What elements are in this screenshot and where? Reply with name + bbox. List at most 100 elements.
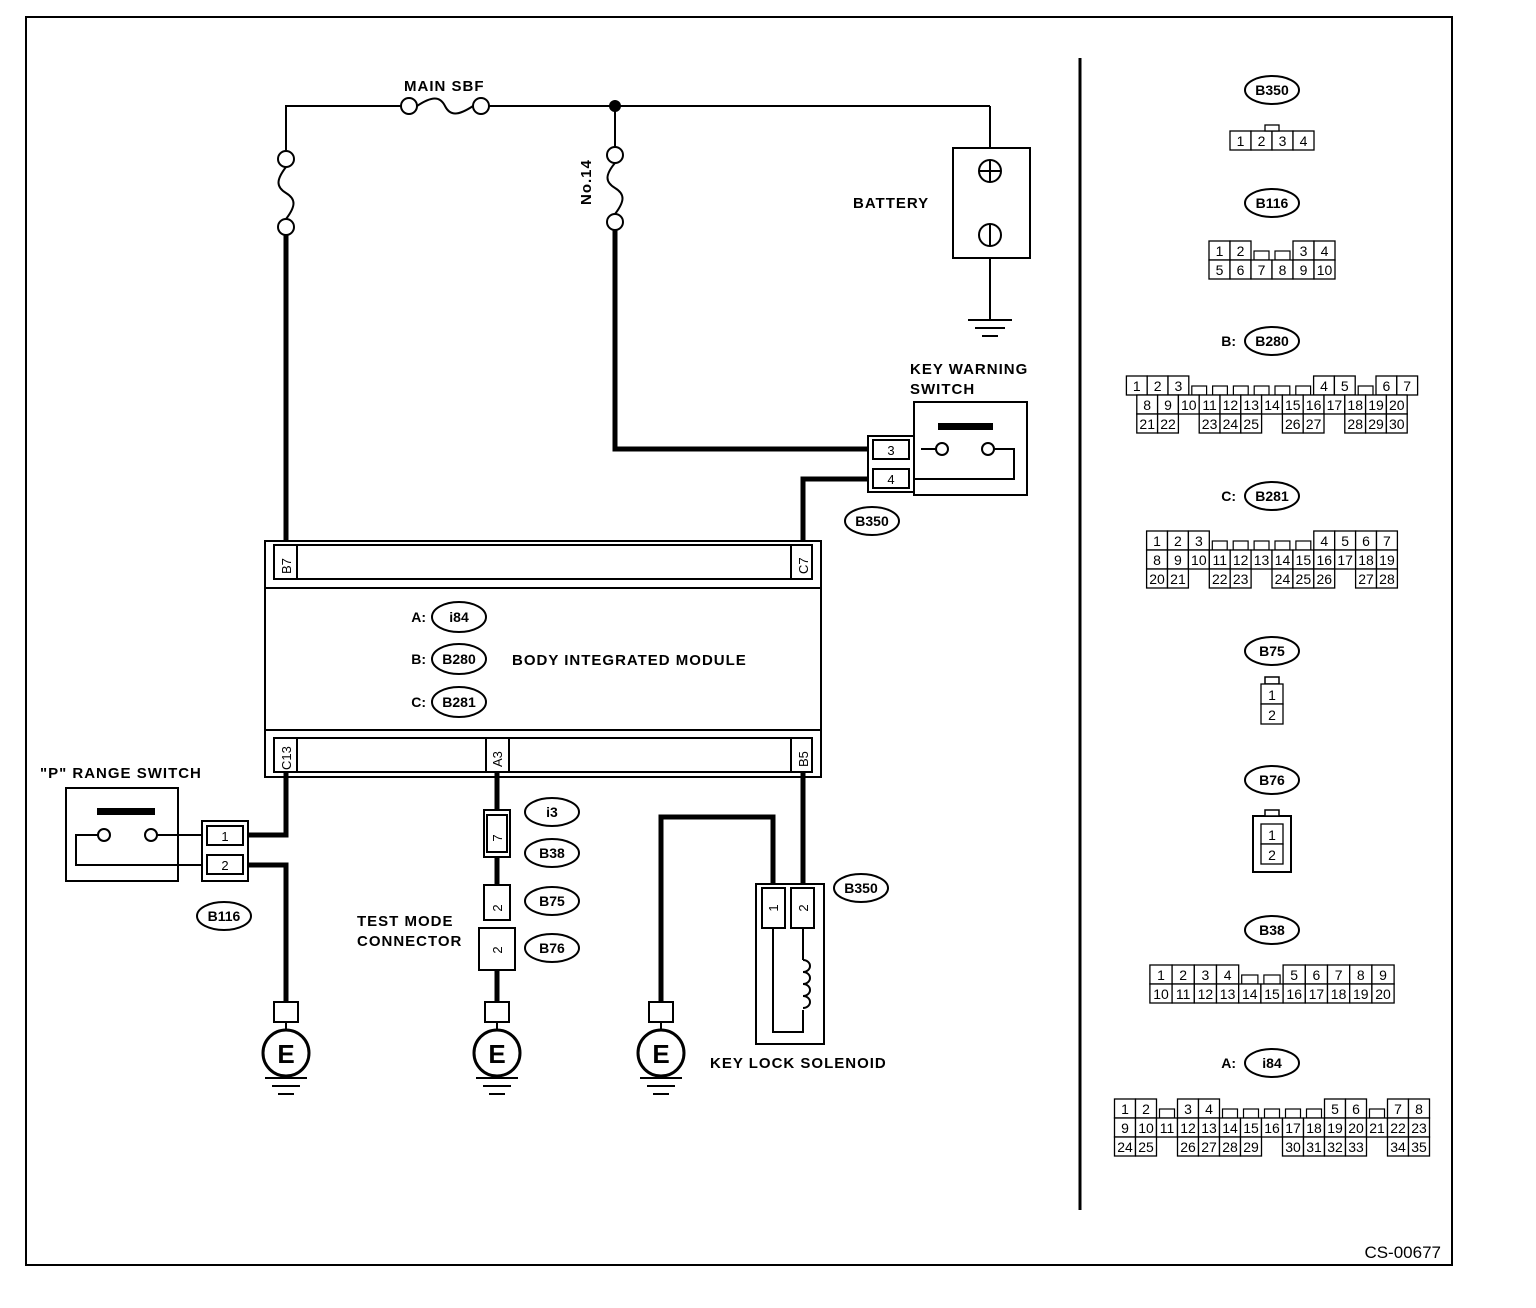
face-pin: 18 (1347, 397, 1363, 413)
face-pin: 3 (1300, 243, 1308, 259)
face-pin: 1 (1268, 687, 1276, 703)
face-pin: 34 (1390, 1139, 1406, 1155)
face-tag-ellipse (1244, 765, 1300, 795)
face-pin: 15 (1243, 1120, 1259, 1136)
face-tag-code: B76 (1259, 772, 1285, 788)
face-pin: 8 (1279, 262, 1287, 278)
face-tag-code: B75 (1259, 643, 1285, 659)
face-pin: 1 (1237, 133, 1245, 149)
face-pin: 21 (1369, 1120, 1385, 1136)
face-pin: 14 (1242, 986, 1258, 1002)
face-pin: 18 (1358, 552, 1374, 568)
face-pin: 8 (1143, 397, 1151, 413)
module-code-c: B281 (442, 694, 476, 710)
face-pin: 15 (1264, 986, 1280, 1002)
page-frame (25, 16, 1453, 1266)
face-pin: 5 (1341, 378, 1349, 394)
tag-b76-ellipse (524, 933, 580, 963)
face-pin: 11 (1160, 1120, 1175, 1136)
face-pin: 3 (1175, 378, 1183, 394)
face-pin: 1 (1121, 1101, 1129, 1117)
drawing-id: CS-00677 (1364, 1243, 1441, 1262)
face-pin: 7 (1394, 1101, 1402, 1117)
face-pin: 5 (1216, 262, 1224, 278)
fuse-no14-label: No.14 (578, 159, 595, 205)
tag-b75-ellipse (524, 886, 580, 916)
tm-pin-b75: 2 (490, 904, 505, 911)
face-pin: 20 (1375, 986, 1391, 1002)
face-pin: 10 (1153, 986, 1169, 1002)
face-pin: 14 (1264, 397, 1280, 413)
face-pin: 33 (1348, 1139, 1364, 1155)
face-tag-code: B38 (1259, 922, 1285, 938)
face-pin: 19 (1379, 552, 1395, 568)
face-pin: 17 (1327, 397, 1343, 413)
tag-b38: B38 (539, 845, 565, 861)
main-sbf-fuse (400, 97, 490, 115)
kls-pin-1: 1 (766, 904, 781, 911)
face-pin: 21 (1170, 571, 1186, 587)
terminal-b5: B5 (796, 751, 811, 767)
tm-pin-7: 7 (490, 834, 505, 841)
face-pin: 28 (1222, 1139, 1238, 1155)
face-tag-code: B280 (1255, 333, 1289, 349)
face-pin: 4 (1321, 243, 1329, 259)
face-pin: 2 (1179, 967, 1187, 983)
face-pin: 22 (1390, 1120, 1406, 1136)
left-fuse (277, 150, 295, 236)
p-range-switch-label: "P" RANGE SWITCH (40, 765, 202, 782)
face-pin: 26 (1285, 416, 1301, 432)
face-pin: 31 (1306, 1139, 1322, 1155)
face-pin: 19 (1353, 986, 1369, 1002)
face-pin: 17 (1309, 986, 1325, 1002)
face-pin: 22 (1212, 571, 1228, 587)
ground-symbol-1 (261, 1001, 311, 1095)
face-pin: 10 (1191, 552, 1207, 568)
tag-b75: B75 (539, 893, 565, 909)
module-prefix-a: A: (411, 609, 426, 625)
face-pin: 32 (1327, 1139, 1343, 1155)
face-pin: 19 (1327, 1120, 1343, 1136)
face-pin: 23 (1202, 416, 1218, 432)
tag-b350-key-ellipse (844, 506, 900, 536)
face-pin: 27 (1306, 416, 1322, 432)
face-pin: 17 (1285, 1120, 1301, 1136)
face-pin: 4 (1205, 1101, 1213, 1117)
face-pin: 6 (1237, 262, 1245, 278)
face-pin: 13 (1254, 552, 1270, 568)
face-pin: 1 (1268, 827, 1276, 843)
face-pin: 6 (1352, 1101, 1360, 1117)
face-pin: 11 (1212, 552, 1227, 568)
p-range-switch (65, 772, 289, 1002)
face-tag-ellipse (1244, 188, 1300, 218)
body-integrated-module (264, 540, 822, 778)
face-pin: 25 (1138, 1139, 1154, 1155)
face-pin: 20 (1348, 1120, 1364, 1136)
tag-b116-ellipse (196, 901, 252, 931)
face-pin: 9 (1121, 1120, 1129, 1136)
face-pin: 30 (1389, 416, 1405, 432)
face-pin: 9 (1300, 262, 1308, 278)
face-pin: 1 (1153, 533, 1161, 549)
face-pin: 16 (1286, 986, 1302, 1002)
face-pin: 30 (1285, 1139, 1301, 1155)
face-pin: 26 (1180, 1139, 1196, 1155)
face-pin: 2 (1142, 1101, 1150, 1117)
face-pin: 26 (1316, 571, 1332, 587)
face-tag-code: B116 (1256, 195, 1289, 211)
face-pin: 5 (1341, 533, 1349, 549)
face-pin: 21 (1139, 416, 1155, 432)
face-pin: 8 (1357, 967, 1365, 983)
tm-pin-b76: 2 (490, 946, 505, 953)
face-pin: 8 (1415, 1101, 1423, 1117)
tag-b350-sol: B350 (844, 880, 878, 896)
face-pin: 4 (1300, 133, 1308, 149)
face-tag-code: B350 (1255, 82, 1289, 98)
face-tag-ellipse (1244, 326, 1300, 356)
face-tag-code: B281 (1255, 488, 1289, 504)
face-pin: 13 (1220, 986, 1236, 1002)
